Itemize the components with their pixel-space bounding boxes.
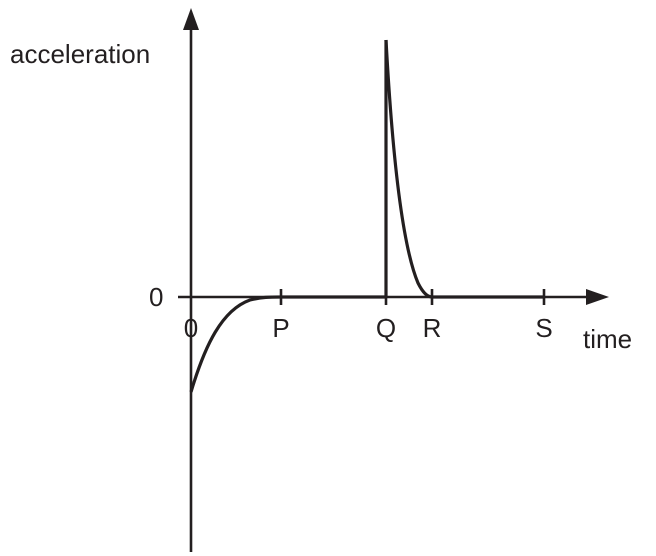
x-axis-arrow-icon [586, 289, 609, 305]
y-axis-label: acceleration [10, 39, 150, 69]
y-zero-label: 0 [149, 282, 163, 312]
curve-segment-0-to-P [189, 295, 282, 393]
x-tick-label-r: R [423, 313, 442, 343]
x-tick-label-p: P [272, 313, 289, 343]
x-axis-label: time [583, 324, 632, 354]
y-axis-arrow-icon [183, 8, 199, 30]
curve-decay-Q-to-R [384, 39, 433, 299]
x-tick-label-s: S [535, 313, 552, 343]
x-tick-label-q: Q [376, 313, 396, 343]
x-tick-label-0: 0 [184, 313, 198, 343]
